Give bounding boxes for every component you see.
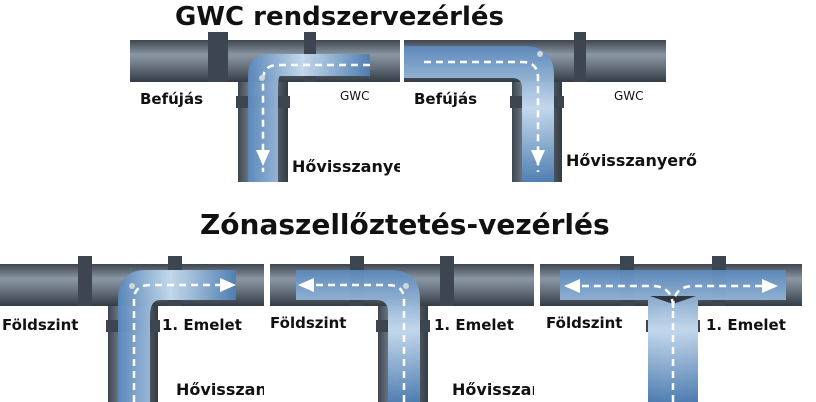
flow-path	[424, 60, 540, 172]
airflow-channel	[118, 270, 236, 402]
flow-path	[312, 283, 406, 402]
valve-pivot	[259, 75, 265, 81]
gwc-panel-2: Befújás GWC Hővisszanyerő	[404, 32, 697, 182]
airflow-channel	[296, 270, 420, 402]
zone-section-title: Zónaszellőztetés-vezérlés	[200, 208, 610, 241]
label-1-emelet: 1. Emelet	[162, 316, 242, 334]
flow-arrow-left	[564, 279, 580, 293]
airflow-channel	[404, 46, 554, 182]
valve-pivot	[403, 283, 409, 289]
label-1-emelet: 1. Emelet	[434, 316, 514, 334]
gwc-panel-1: Befújás GWC Hővisszanyerő	[130, 32, 400, 182]
flow-arrow-down	[256, 150, 270, 166]
gwc-section-title: GWC rendszervezérlés	[175, 2, 504, 32]
label-foldszint: Földszint	[2, 316, 78, 334]
airflow-channel	[248, 54, 370, 182]
flange-right	[440, 256, 454, 306]
flange-left	[208, 32, 228, 82]
label-hovisszanyero: Hővisszanyerő	[566, 151, 697, 170]
zone-panel-3: Földszint 1. Emelet	[540, 256, 802, 402]
label-foldszint: Földszint	[546, 314, 622, 332]
label-hovisszanyero: Hővisszanyerő	[452, 380, 534, 399]
zone-panel-2: Földszint 1. Emelet Hővisszanyerő	[270, 256, 534, 402]
label-hovisszanyero: Hővisszanyerő	[176, 380, 264, 399]
flow-path-right	[671, 284, 766, 309]
flow-arrow-down	[531, 150, 545, 166]
label-hovisszanyero: Hővisszanyerő	[292, 157, 400, 176]
zone-panel-1: Földszint 1. Emelet Hővisszanyerő	[0, 256, 264, 402]
label-befujas: Befújás	[414, 90, 477, 108]
label-befujas: Befújás	[140, 90, 203, 108]
flow-arrow-right	[762, 279, 778, 293]
flow-arrow-right	[220, 278, 236, 292]
flow-arrow-left	[298, 278, 314, 292]
label-foldszint: Földszint	[270, 314, 346, 332]
valve-pivot	[537, 51, 543, 57]
flange-left	[78, 256, 92, 306]
valve-pivot	[129, 283, 135, 289]
label-gwc: GWC	[614, 89, 644, 103]
label-1-emelet: 1. Emelet	[706, 316, 786, 334]
flange-right	[574, 32, 586, 82]
flow-path-left	[578, 284, 675, 402]
flow-path	[132, 283, 224, 402]
label-gwc: GWC	[340, 89, 370, 103]
